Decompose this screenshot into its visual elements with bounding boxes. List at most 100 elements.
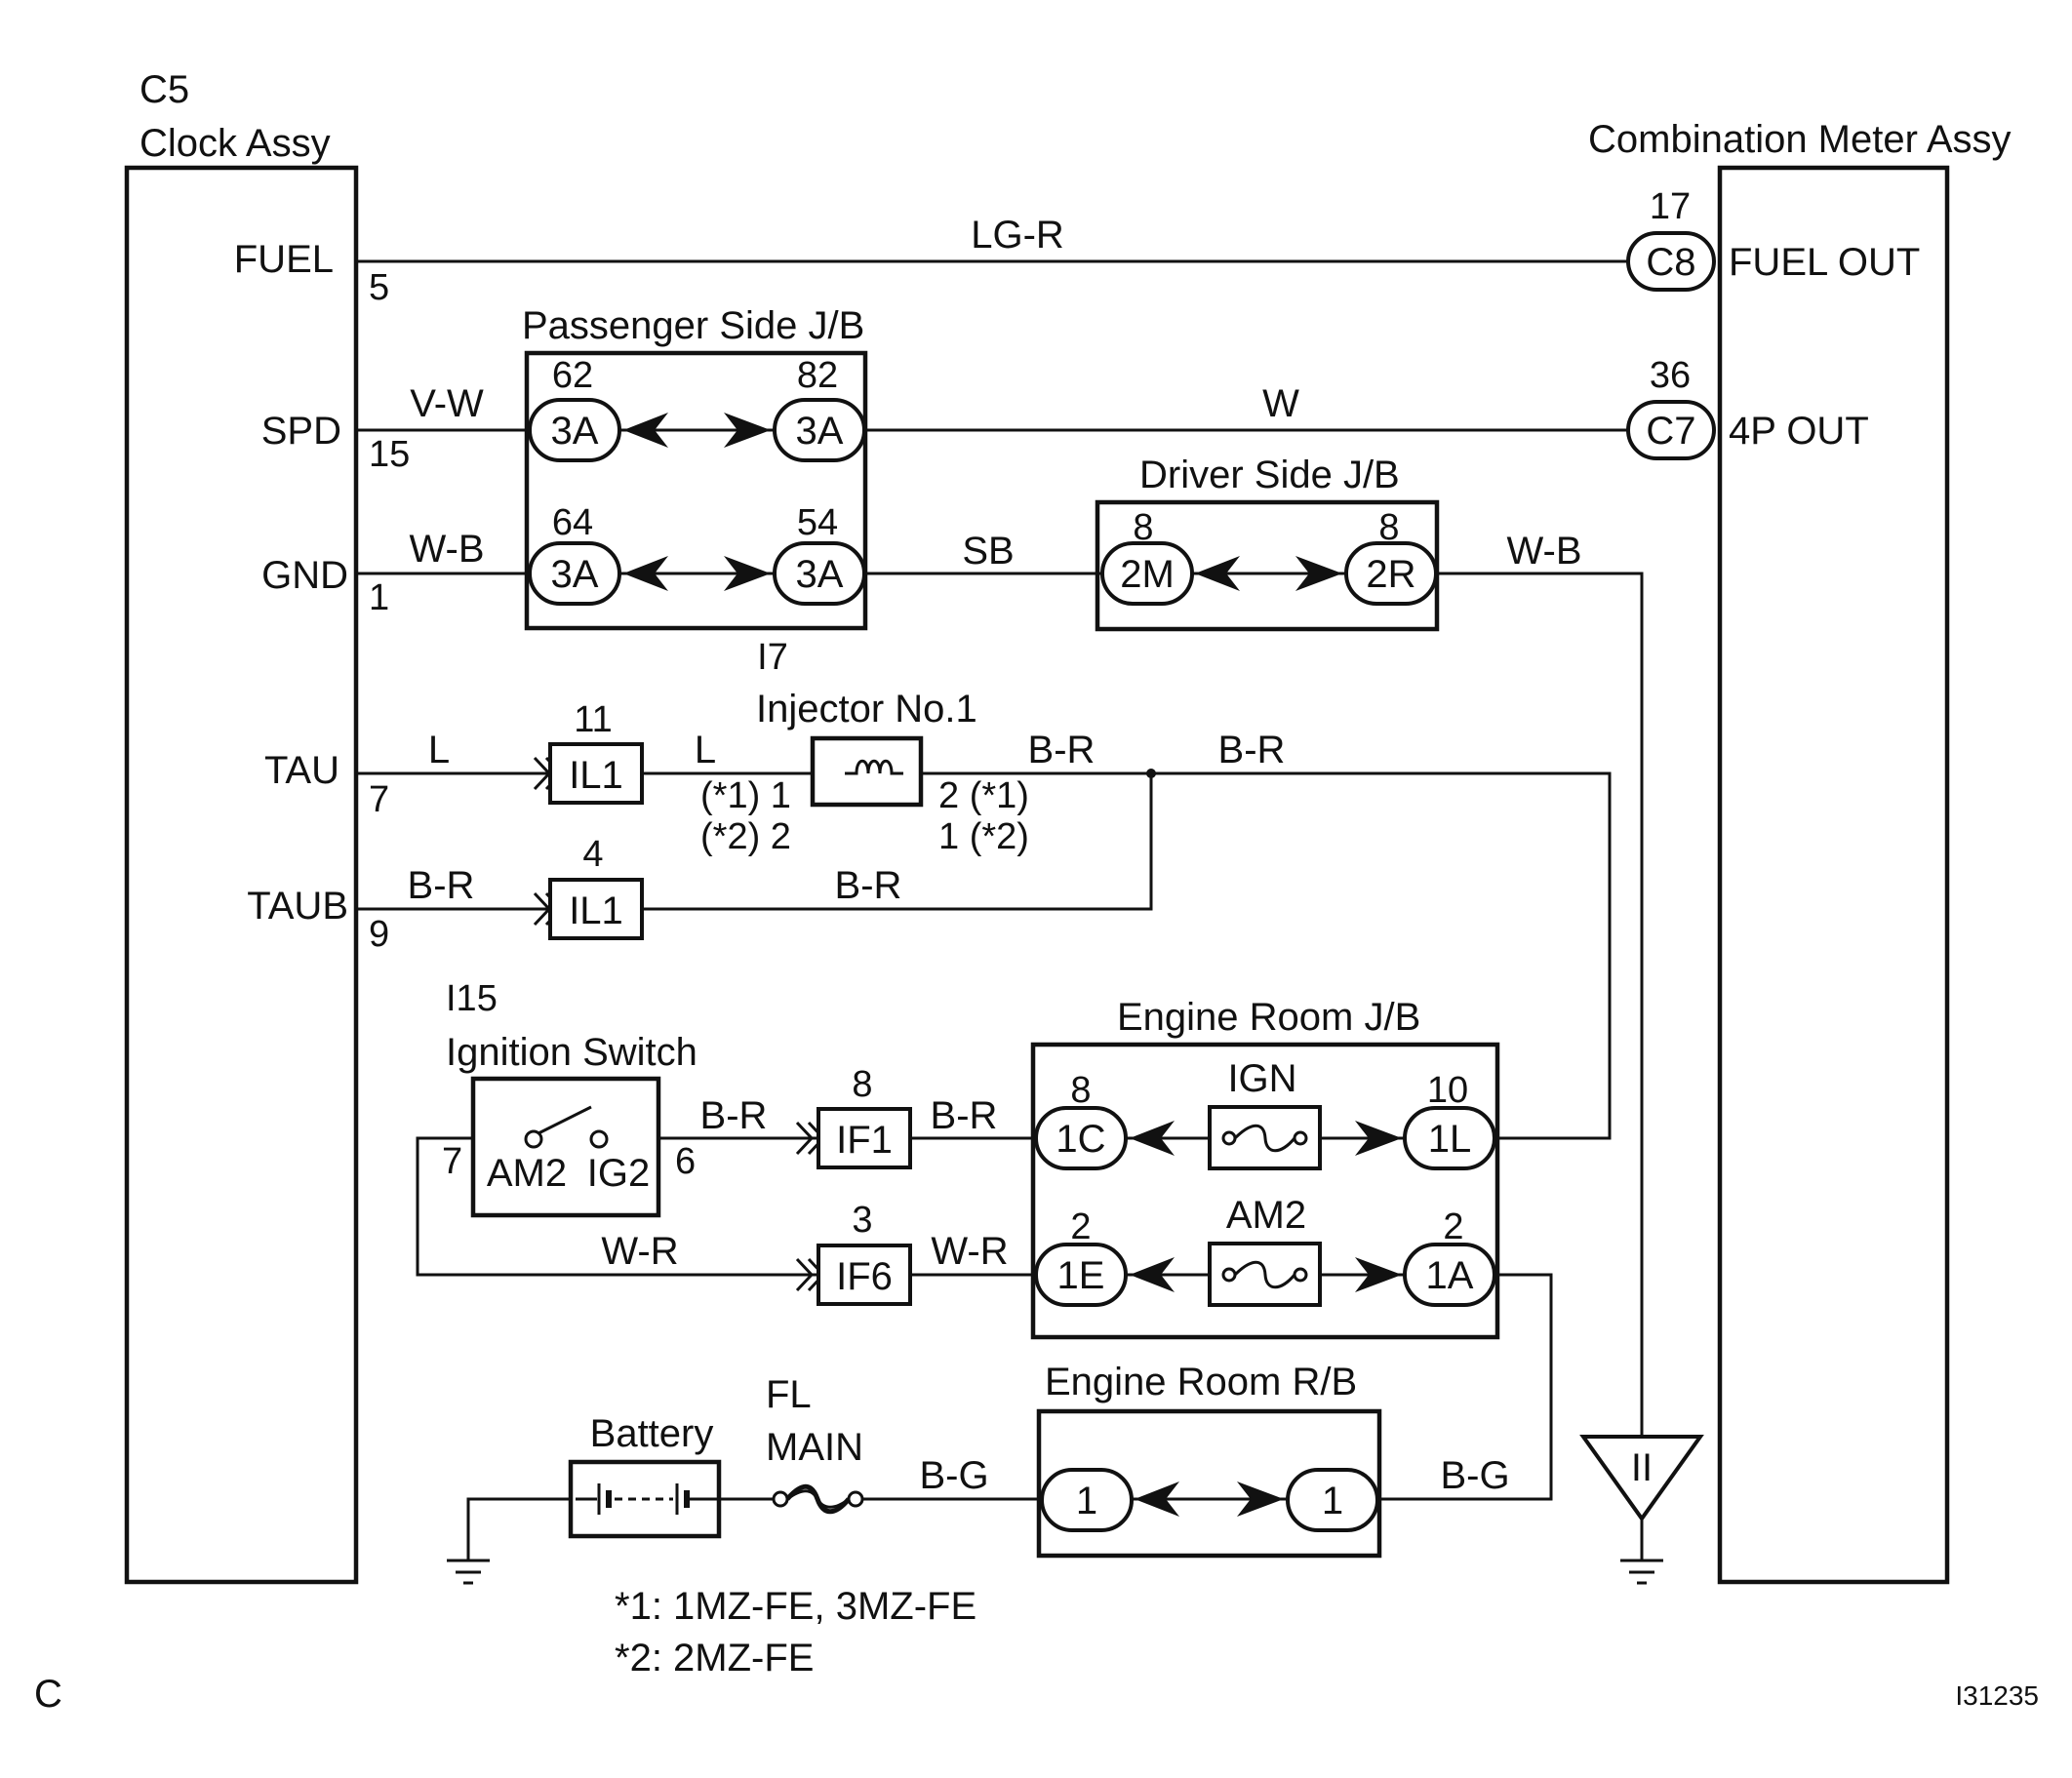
ignition-pin-7: 7: [442, 1141, 462, 1182]
connector-arrow-left: [1135, 1482, 1179, 1517]
meter-4p-out-label: 4P OUT: [1729, 410, 1869, 453]
connector-arrow-left: [1195, 556, 1240, 591]
connector-1l: [1403, 1106, 1496, 1170]
driver-jb-pin-8a: 8: [1133, 507, 1153, 548]
pin-number-gnd: 1: [369, 577, 389, 618]
connector-1c-label: 1C: [1056, 1118, 1105, 1161]
connector-il1-b-label: IL1: [569, 889, 623, 932]
connector-3a-64-label: 3A: [551, 553, 599, 596]
coil-icon: [845, 759, 903, 775]
engine-jb-pin-2b: 2: [1443, 1206, 1463, 1247]
connector-3a-62-label: 3A: [551, 410, 599, 453]
injector-box: [810, 735, 924, 808]
wire-color-b-r-ig2: B-R: [700, 1094, 768, 1137]
engine-rb-title: Engine Room R/B: [1045, 1361, 1357, 1403]
connector-2r: [1344, 541, 1438, 606]
switch-contact-am2: [524, 1129, 543, 1149]
connector-1a-label: 1A: [1426, 1254, 1474, 1297]
engine-jb-pin-8: 8: [1070, 1070, 1091, 1111]
ignition-switch: I15 Ignition Switch AM2 IG2 7 6: [442, 978, 697, 1218]
ignition-title: Ignition Switch: [446, 1031, 697, 1074]
connector-arrow-right: [1237, 1482, 1284, 1517]
switch-contact-ig2: [589, 1129, 609, 1149]
wire-color-b-r-taub: B-R: [408, 864, 475, 907]
pin-label-spd: SPD: [261, 410, 341, 453]
connector-arrow-left: [623, 413, 668, 448]
wire-color-b-r-injector: B-R: [1028, 729, 1096, 771]
wire-color-v-w: V-W: [410, 382, 484, 425]
fuse-am2-label: AM2: [1226, 1194, 1306, 1237]
note-2: *2: 2MZ-FE: [615, 1637, 814, 1679]
pin-number-taub: 9: [369, 914, 389, 955]
ground-triangle-icon: [1579, 1435, 1704, 1522]
injector-right-pins-2: 1 (*2): [938, 816, 1029, 857]
connector-arrow-right: [1355, 1121, 1402, 1156]
connector-arrow-left: [1130, 1121, 1175, 1156]
fuse-icon: [1233, 1260, 1296, 1289]
connector-if1-label: IF1: [836, 1119, 893, 1162]
connector-il1-pin-4: 4: [582, 834, 603, 875]
wire-color-b-g-fl: B-G: [919, 1454, 988, 1497]
ig2-wire: B-R 8 IF1 B-R: [658, 1064, 1036, 1169]
corner-label-left: C: [34, 1673, 62, 1716]
injector-no1: I7 Injector No.1 (*1) 1 (*2) 2 2 (*1) 1 …: [700, 637, 1029, 857]
wire-color-b-r-right: B-R: [1218, 729, 1286, 771]
ground-ii: II: [1579, 1435, 1704, 1585]
pin-label-tau: TAU: [264, 749, 339, 792]
meter-4p-pin: 36: [1650, 355, 1691, 396]
meter-body: [1717, 165, 1950, 1585]
connector-2m: [1100, 541, 1194, 606]
engine-jb-box: [1030, 1042, 1500, 1340]
wire-color-sb: SB: [962, 530, 1014, 573]
driver-jb-pin-8b: 8: [1378, 507, 1399, 548]
wire-color-w: W: [1262, 382, 1299, 425]
wire-color-b-r-if1: B-R: [931, 1094, 998, 1137]
pin-number-fuel: 5: [369, 267, 389, 308]
ignition-switch-box: [470, 1076, 661, 1218]
ignition-ig2-label: IG2: [587, 1152, 650, 1195]
connector-if6-pin: 3: [852, 1200, 872, 1241]
connector-rb-right: [1286, 1468, 1379, 1532]
connector-il1-pin-11: 11: [574, 699, 612, 740]
connector-arrow-right: [724, 556, 771, 591]
wire-color-w-r-am2: W-R: [601, 1230, 678, 1273]
connector-1c: [1034, 1106, 1128, 1170]
passenger-jb-pin-54: 54: [797, 502, 838, 543]
wire-color-l-mid: L: [695, 729, 716, 771]
fusible-link-icon: [772, 1490, 789, 1508]
connector-arrow-left: [1130, 1257, 1175, 1292]
engine-jb-pin-10: 10: [1427, 1070, 1468, 1111]
fuse-ign-label: IGN: [1227, 1057, 1296, 1100]
clock-assy-body: [124, 165, 359, 1585]
engine-rb-box: [1036, 1408, 1382, 1559]
connector-il1-b: [548, 878, 644, 940]
connector-3a-82-label: 3A: [796, 410, 844, 453]
combination-meter-assy: Combination Meter Assy 17 C8 FUEL OUT 36…: [1588, 118, 2012, 1585]
connector-3a-54-label: 3A: [796, 553, 844, 596]
meter-title: Combination Meter Assy: [1588, 118, 2012, 161]
engine-jb-title: Engine Room J/B: [1117, 996, 1420, 1039]
fl-main-label-1: FL: [766, 1373, 812, 1416]
connector-1l-label: 1L: [1428, 1118, 1472, 1161]
b-g-riser-wire: [1379, 1273, 1553, 1501]
passenger-jb-pin-64: 64: [552, 502, 593, 543]
connector-2m-label: 2M: [1120, 553, 1175, 596]
engine-room-jb: Engine Room J/B IGN AM2 8 10 2 2 1C 1L 1…: [1030, 996, 1500, 1340]
injector-right-pins-1: 2 (*1): [938, 775, 1029, 816]
wire-color-b-g-rb: B-G: [1440, 1454, 1509, 1497]
passenger-jb-pin-82: 82: [797, 355, 838, 396]
wire-color-b-r-taub-mid: B-R: [835, 864, 902, 907]
connector-il1-a-label: IL1: [569, 754, 623, 797]
connector-2r-label: 2R: [1366, 553, 1415, 596]
passenger-jb-box: [524, 350, 868, 631]
connector-c7-label: C7: [1646, 410, 1695, 453]
spd-signal-wire: V-W W: [356, 382, 1628, 432]
wire-color-w-r-if6: W-R: [931, 1230, 1008, 1273]
pin-label-fuel: FUEL: [234, 238, 334, 281]
battery-label: Battery: [590, 1412, 714, 1455]
switch-lever: [538, 1105, 592, 1135]
gnd-wire: W-B SB W-B: [356, 528, 1644, 1437]
ignition-am2-label: AM2: [487, 1152, 567, 1195]
pin-label-gnd: GND: [261, 554, 348, 597]
connector-c8-label: C8: [1646, 241, 1695, 284]
